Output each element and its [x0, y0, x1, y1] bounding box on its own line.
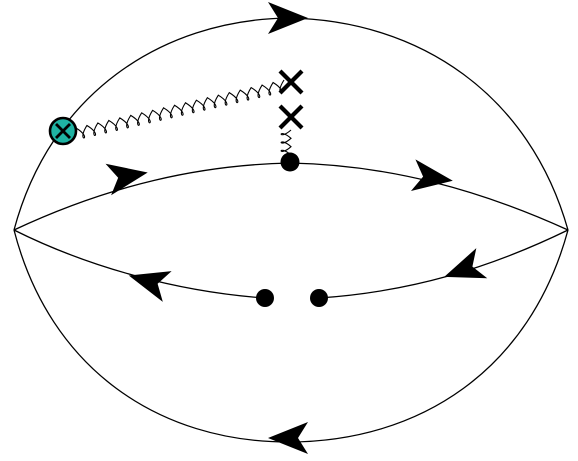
- gluon-line-vertical: [280, 129, 292, 156]
- arrow-top-right-icon: [268, 2, 308, 34]
- bottom-propagator: [13, 229, 569, 443]
- middle-lower-left-propagator: [13, 229, 266, 299]
- vertex-dot-right: [310, 289, 328, 307]
- middle-upper-propagator: [13, 162, 569, 231]
- background-field-cross-bottom-icon: [278, 104, 304, 130]
- arrow-middle-lower-left-icon: [128, 271, 172, 302]
- background-field-cross-top-icon: [278, 69, 304, 95]
- arrow-middle-upper-right-icon: [410, 159, 453, 192]
- arrow-middle-upper-left-icon: [105, 163, 148, 196]
- current-insertion-otimes-icon: [48, 116, 78, 146]
- gluon-vertex-dot: [280, 152, 300, 172]
- arrow-bottom-left-icon: [268, 422, 308, 454]
- arrow-middle-lower-right-icon: [444, 248, 488, 279]
- vertex-dot-left: [256, 289, 274, 307]
- gluon-line-horizontal: [75, 79, 285, 139]
- middle-lower-right-propagator: [318, 229, 569, 299]
